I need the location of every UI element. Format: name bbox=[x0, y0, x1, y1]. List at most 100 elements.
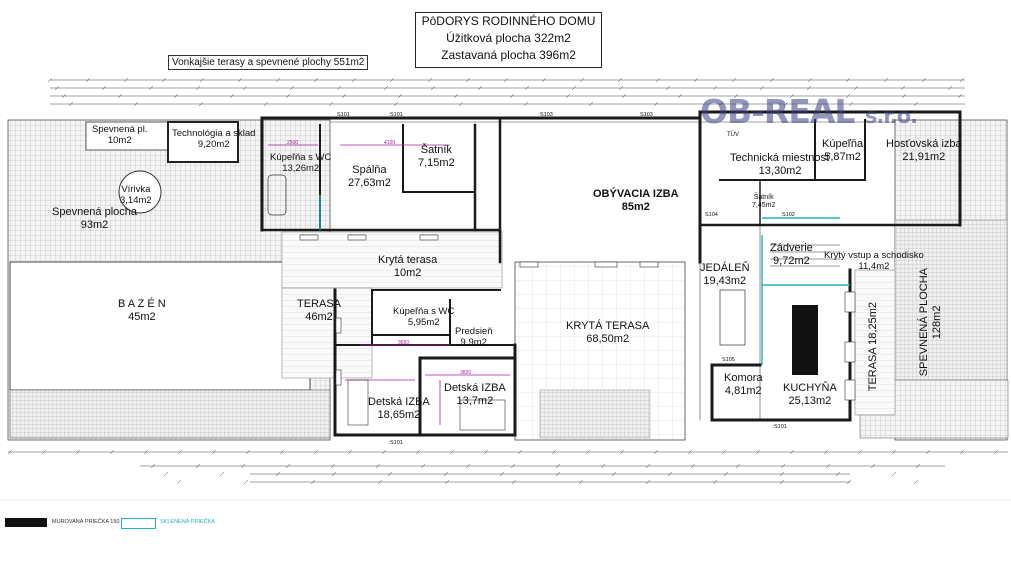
dimension-tick bbox=[653, 449, 659, 455]
dimension-tick bbox=[7, 449, 13, 455]
dimension-tick bbox=[712, 479, 718, 485]
dimension-tick bbox=[687, 449, 693, 455]
dimension-tick bbox=[313, 449, 319, 455]
dimension-tick bbox=[585, 449, 591, 455]
dim-4100: 4100 bbox=[384, 140, 396, 146]
dimension-tick bbox=[993, 449, 999, 455]
dimension-tick bbox=[117, 93, 123, 99]
dimension-tick bbox=[275, 471, 281, 477]
dimension-tick bbox=[848, 101, 854, 107]
dimension-tick bbox=[245, 449, 251, 455]
dimension-tick bbox=[458, 101, 464, 107]
dimension-tick bbox=[555, 463, 561, 469]
dimension-tick bbox=[578, 479, 584, 485]
dimension-tick bbox=[176, 479, 182, 485]
dimension-tick bbox=[240, 463, 246, 469]
dimension-tick bbox=[41, 449, 47, 455]
dimension-tick bbox=[731, 77, 737, 83]
dimension-tick bbox=[211, 449, 217, 455]
dimension-tick bbox=[723, 471, 729, 477]
dimension-tick bbox=[619, 449, 625, 455]
dimension-tick bbox=[427, 77, 433, 83]
dimension-tick bbox=[600, 463, 606, 469]
logo-text: OB-REAL bbox=[700, 92, 855, 131]
dimension-tick bbox=[789, 449, 795, 455]
dimension-tick bbox=[465, 77, 471, 83]
dimension-tick bbox=[845, 77, 851, 83]
dimension-tick bbox=[913, 101, 919, 107]
dim-3650: 3650 bbox=[398, 340, 410, 346]
dimension-tick bbox=[779, 479, 785, 485]
dimension-tick bbox=[857, 449, 863, 455]
dimension-tick bbox=[243, 479, 249, 485]
dimension-tick bbox=[959, 77, 965, 83]
dimension-tick bbox=[477, 85, 483, 91]
dimension-tick bbox=[483, 449, 489, 455]
dimension-tick bbox=[387, 471, 393, 477]
dimension-tick bbox=[279, 449, 285, 455]
dimension-tick bbox=[779, 471, 785, 477]
dimension-tick bbox=[393, 101, 399, 107]
legend-solid-wall-swatch bbox=[5, 518, 47, 527]
dimension-tick bbox=[285, 463, 291, 469]
dimension-tick bbox=[161, 77, 167, 83]
dimension-tick bbox=[101, 85, 107, 91]
wall-label-s105: S105 bbox=[722, 357, 735, 363]
wall-label-s101-kitchen: S101 bbox=[774, 424, 787, 430]
dimension-tick bbox=[712, 85, 718, 91]
dimension-tick bbox=[61, 93, 67, 99]
dimension-tick bbox=[336, 85, 342, 91]
dim-2500: 2500 bbox=[287, 140, 299, 146]
dimension-tick bbox=[618, 85, 624, 91]
dimension-tick bbox=[789, 93, 795, 99]
dimension-tick bbox=[242, 85, 248, 91]
dimension-tick bbox=[693, 77, 699, 83]
company-logo: OB-REAL s.r.o. bbox=[700, 92, 918, 131]
dimension-tick bbox=[289, 85, 295, 91]
dimension-tick bbox=[845, 93, 851, 99]
dimension-tick bbox=[430, 85, 436, 91]
dimension-tick bbox=[870, 463, 876, 469]
plan-title-box: PôDORYS RODINNÉHO DOMU Úžitková plocha 3… bbox=[415, 12, 602, 68]
dimension-tick bbox=[143, 449, 149, 455]
dimension-tick bbox=[913, 479, 919, 485]
dimension-tick bbox=[377, 479, 383, 485]
dimension-tick bbox=[237, 77, 243, 83]
dimension-tick bbox=[853, 85, 859, 91]
wall-label-s102: S102 bbox=[782, 212, 795, 218]
plan-title: PôDORYS RODINNÉHO DOMU bbox=[421, 14, 596, 28]
dimension-tick bbox=[901, 93, 907, 99]
glass-partitions bbox=[319, 195, 850, 365]
whirlpool bbox=[118, 170, 162, 214]
dimension-tick bbox=[397, 93, 403, 99]
legend-glass-swatch bbox=[121, 518, 156, 529]
legend-glass-label: SKLENENÁ PRIEČKA bbox=[160, 519, 216, 525]
dimension-tick bbox=[510, 463, 516, 469]
dimension-tick bbox=[835, 471, 841, 477]
built-area: Zastavaná plocha 396m2 bbox=[441, 48, 576, 62]
dimension-tick bbox=[959, 449, 965, 455]
dimension-tick bbox=[555, 471, 561, 477]
dimension-tick bbox=[331, 471, 337, 477]
dimension-tick bbox=[173, 93, 179, 99]
dimension-tick bbox=[444, 479, 450, 485]
dimension-tick bbox=[195, 85, 201, 91]
dimension-tick bbox=[85, 77, 91, 83]
dimension-tick bbox=[925, 449, 931, 455]
